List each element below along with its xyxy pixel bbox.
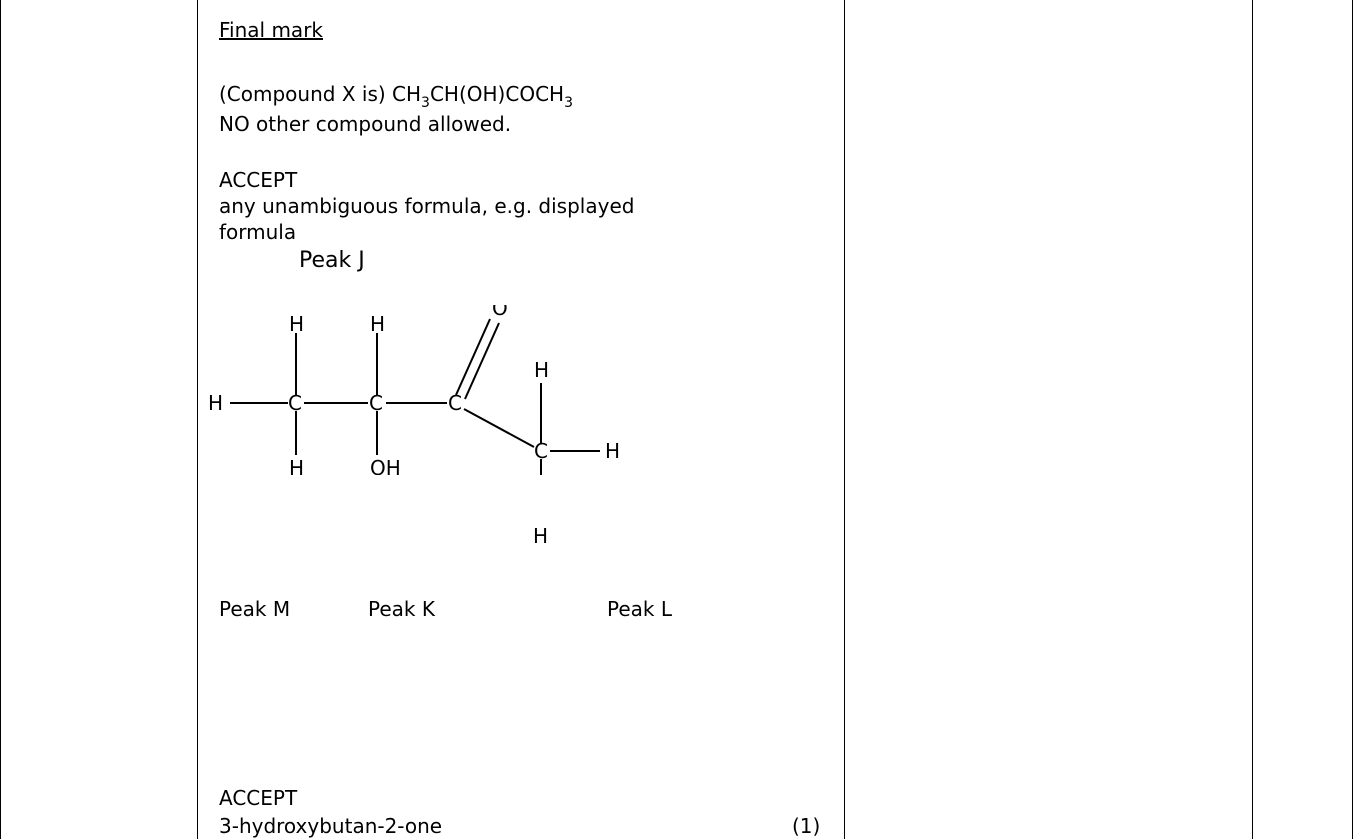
no-other-compound: NO other compound allowed. (219, 112, 512, 136)
atom-h-top-2: H (370, 312, 385, 336)
atom-c3: C (448, 391, 462, 415)
mark-value: (1) (792, 814, 821, 838)
atom-c4: C (534, 439, 548, 463)
atom-h-top-1: H (289, 312, 304, 336)
formula-sub-2: 3 (564, 95, 573, 111)
formula-sub-1: 3 (421, 95, 430, 111)
peak-k-label: Peak K (368, 597, 435, 621)
peak-j-label: Peak J (299, 248, 365, 273)
compound-formula-line: (Compound X is) CH3CH(OH)COCH3 (219, 82, 573, 111)
atom-h-right: H (605, 439, 620, 463)
atom-h-top-4: H (534, 358, 549, 382)
compound-name: 3-hydroxybutan-2-one (219, 814, 443, 838)
unambiguous-formula-line-1: any unambiguous formula, e.g. displayed (219, 194, 635, 218)
column-divider-2 (844, 0, 845, 839)
atom-c2: C (369, 391, 383, 415)
accept-label-1: ACCEPT (219, 168, 298, 192)
atom-o-double: O (492, 305, 508, 320)
bond-c3-o-2 (464, 322, 500, 400)
final-mark-heading: Final mark (219, 18, 323, 42)
table-border-right (1352, 0, 1353, 839)
atom-h-bottom-4: H (533, 524, 549, 548)
peak-l-label: Peak L (607, 597, 672, 621)
displayed-formula: H H O H H C C C C H H OH (208, 305, 620, 475)
table-border-left (0, 0, 1, 839)
bond-c3-c4 (463, 408, 535, 448)
accept-label-2: ACCEPT (219, 786, 298, 810)
column-divider-3 (1252, 0, 1253, 839)
unambiguous-formula-line-2: formula (219, 220, 297, 244)
atom-h-bottom-1: H (289, 456, 304, 475)
compound-prefix: (Compound X is) (219, 82, 393, 106)
peak-m-label: Peak M (219, 597, 291, 621)
atom-oh: OH (370, 456, 401, 475)
atom-c1: C (288, 391, 302, 415)
column-divider-1 (197, 0, 198, 839)
atom-h-left: H (208, 391, 223, 415)
formula-part-2: CH(OH)COCH (429, 82, 565, 106)
formula-part-1: CH (392, 82, 422, 106)
bond-c3-o-1 (455, 318, 491, 396)
